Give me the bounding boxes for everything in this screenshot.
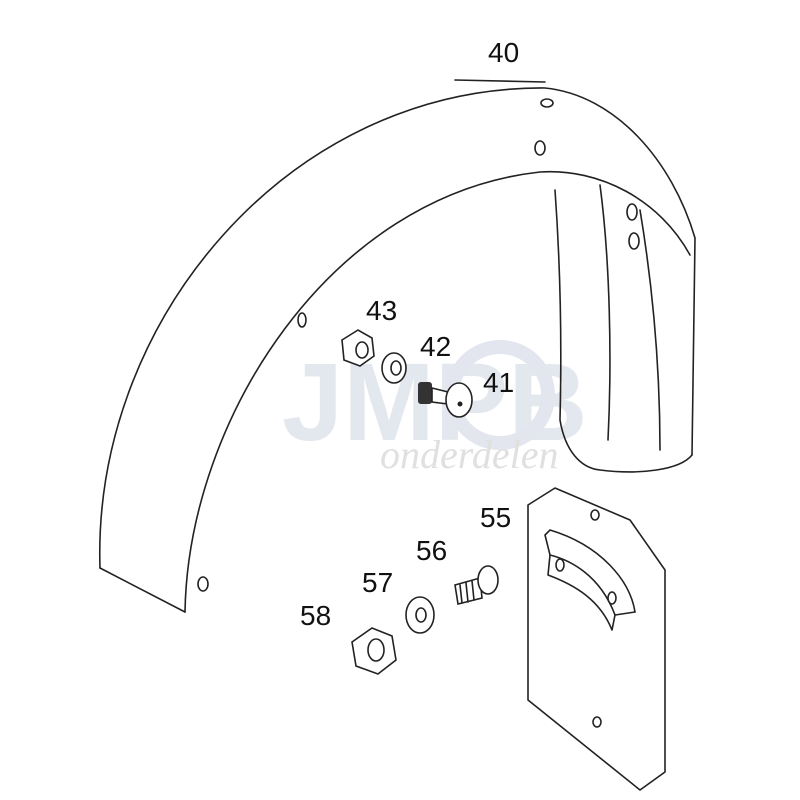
label-43: 43 (366, 295, 397, 326)
label-57: 57 (362, 567, 393, 598)
watermark: JMPB onderdelen (282, 340, 588, 477)
label-40: 40 (488, 37, 519, 68)
washer-part-57[interactable] (405, 596, 435, 634)
label-58: 58 (300, 600, 331, 631)
watermark-tagline: onderdelen (380, 432, 558, 477)
label-56: 56 (416, 535, 447, 566)
bolt-part-41[interactable] (418, 382, 473, 418)
nut-part-58[interactable] (351, 627, 397, 675)
bracket-part-55[interactable] (527, 487, 666, 791)
washer-part-42[interactable] (381, 352, 407, 384)
label-42: 42 (420, 331, 451, 362)
bolt-part-56[interactable] (454, 565, 499, 605)
label-55: 55 (480, 502, 511, 533)
fender-part-40[interactable] (99, 79, 696, 613)
label-41: 41 (483, 367, 514, 398)
nut-part-43[interactable] (341, 329, 375, 367)
